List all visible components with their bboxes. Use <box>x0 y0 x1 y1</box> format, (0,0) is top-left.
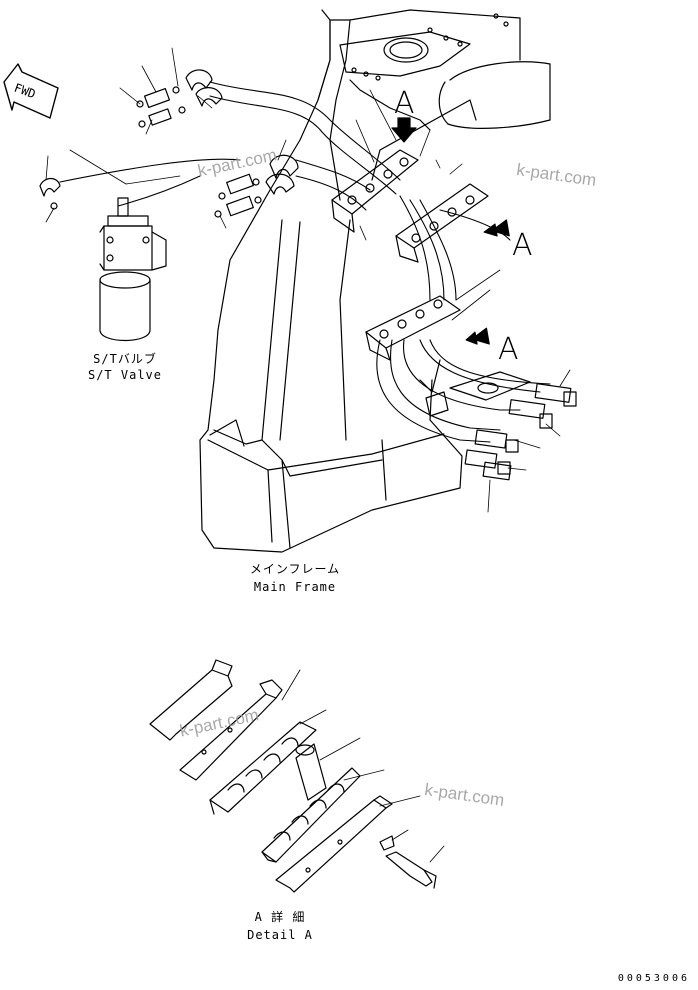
detail-label-en: Detail A <box>247 928 313 942</box>
view-a-label-lower: A <box>498 332 519 367</box>
main-frame <box>199 9 551 553</box>
drawing-code: 00053006 <box>617 973 690 984</box>
main-frame-label-jp: メインフレーム <box>249 562 341 576</box>
leader-lines <box>45 47 571 513</box>
hose-end-fittings <box>464 383 577 481</box>
fittings-upper <box>39 69 299 218</box>
view-a-arrows <box>391 117 510 345</box>
detail-label-jp: A 詳 細 <box>254 910 306 924</box>
hose-assembly <box>59 81 551 443</box>
clamp-brackets <box>331 149 489 361</box>
main-frame-label-en: Main Frame <box>253 580 337 594</box>
st-valve <box>99 197 167 341</box>
st-valve-label-en: S/T Valve <box>87 368 163 382</box>
view-a-label-right: A <box>512 228 533 263</box>
detail-leader-lines <box>281 669 445 863</box>
view-a-label-top: A <box>394 86 415 121</box>
st-valve-label-jp: S/Tバルブ <box>93 352 157 366</box>
fwd-arrow <box>3 63 59 119</box>
detail-a-parts <box>149 659 437 893</box>
